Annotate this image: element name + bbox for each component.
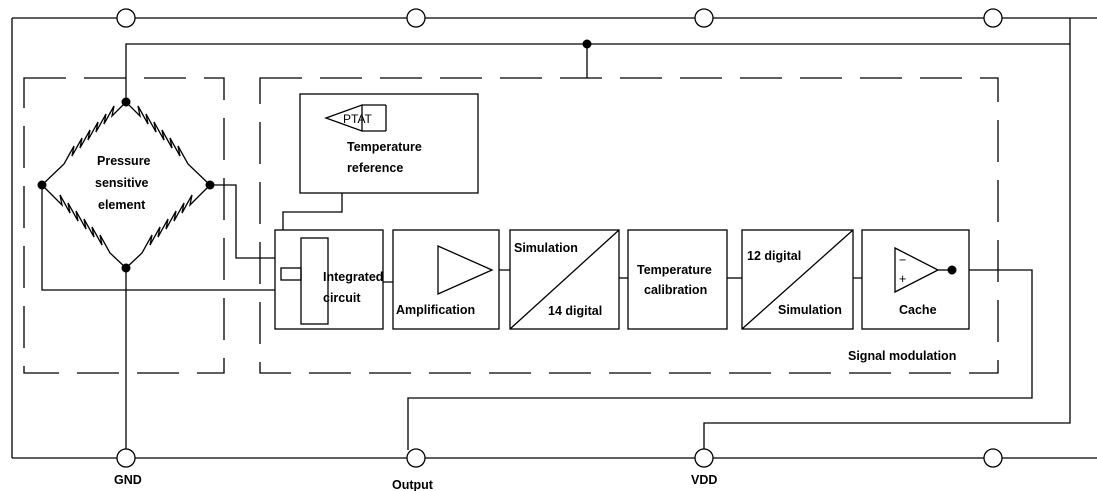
- junction-dot-bridge-left: [37, 180, 47, 190]
- vdd-label: VDD: [691, 473, 717, 487]
- integrated-circuit-block: Integrated circuit: [274, 229, 384, 330]
- output-wire: [407, 269, 1033, 450]
- output-terminal: [406, 448, 426, 468]
- opamp-minus-sign: −: [899, 253, 906, 267]
- cache-box: [861, 229, 970, 330]
- adc-label-bottom: 14 digital: [548, 304, 602, 318]
- cache-block: − + Cache: [861, 229, 970, 330]
- vdd-terminal: [694, 448, 714, 468]
- resistor-bottom-left: [41, 184, 127, 269]
- pressure-element-label-1: Pressure: [97, 154, 151, 168]
- integrated-circuit-label-1: Integrated: [323, 270, 383, 284]
- junction-dots: [37, 39, 957, 275]
- bottom-terminals: [116, 448, 1003, 468]
- junction-dot-supply: [582, 39, 592, 49]
- temperature-calibration-box: [627, 229, 728, 330]
- gnd-terminal: [116, 448, 136, 468]
- terminal-top-2: [406, 8, 426, 28]
- ptat-triangle-icon: [324, 104, 363, 132]
- bridge-right-wire: [210, 184, 301, 259]
- junction-dot-bridge-right: [205, 180, 215, 190]
- ic-chip-icon: [300, 237, 329, 325]
- resistor-bottom-right: [125, 184, 211, 269]
- temperature-reference-label-1: Temperature: [347, 140, 422, 154]
- signal-modulation-region: [259, 77, 999, 374]
- temperature-calibration-label-1: Temperature: [637, 263, 712, 277]
- top-terminals: [116, 8, 1003, 28]
- opamp-plus-sign: +: [899, 272, 906, 286]
- temperature-reference-label-2: reference: [347, 161, 403, 175]
- vdd-wire: [703, 44, 1071, 450]
- pressure-bridge: Pressure sensitive element: [41, 101, 211, 269]
- supply-wire: [125, 18, 1071, 102]
- amplification-box: [392, 229, 500, 330]
- wires: [41, 18, 1071, 450]
- bridge-left-wire: [41, 185, 301, 291]
- adc-label-top: Simulation: [514, 241, 578, 255]
- temperature-reference-block: PTAT Temperature reference: [299, 93, 479, 194]
- dac-label-bottom: Simulation: [778, 303, 842, 317]
- terminal-bottom-4: [983, 448, 1003, 468]
- junction-dot-opamp-output: [947, 265, 957, 275]
- ptat-label: PTAT: [343, 112, 373, 126]
- terminal-top-3: [694, 8, 714, 28]
- sensor-region: [23, 77, 225, 374]
- terminal-top-4: [983, 8, 1003, 28]
- pressure-element-label-2: sensitive: [95, 176, 149, 190]
- amplification-label: Amplification: [396, 303, 475, 317]
- temperature-reference-box: [299, 93, 479, 194]
- resistor-top-right: [125, 101, 211, 186]
- terminal-top-1: [116, 8, 136, 28]
- temperature-calibration-label-2: calibration: [644, 283, 707, 297]
- dac-label-top: 12 digital: [747, 249, 801, 263]
- amplifier-triangle-icon: [437, 244, 494, 296]
- pressure-element-label-3: element: [98, 198, 146, 212]
- output-label: Output: [392, 478, 434, 491]
- integrated-circuit-label-2: circuit: [323, 291, 361, 305]
- resistor-top-left: [41, 101, 127, 186]
- signal-modulation-label: Signal modulation: [848, 349, 956, 363]
- outer-bus: [11, 17, 1097, 459]
- opamp-triangle-icon: [894, 246, 940, 294]
- cache-label: Cache: [899, 303, 937, 317]
- dac-diagonal: [741, 229, 854, 330]
- adc-diagonal: [509, 229, 620, 330]
- dac-block: 12 digital Simulation: [741, 229, 854, 330]
- amplification-block: Amplification: [392, 229, 500, 330]
- ic-pin-icon: [280, 267, 302, 281]
- gnd-label: GND: [114, 473, 142, 487]
- adc-block: Simulation 14 digital: [509, 229, 620, 330]
- temperature-calibration-block: Temperature calibration: [627, 229, 728, 330]
- junction-dot-bridge-bottom: [121, 263, 131, 273]
- junction-dot-bridge-top: [121, 97, 131, 107]
